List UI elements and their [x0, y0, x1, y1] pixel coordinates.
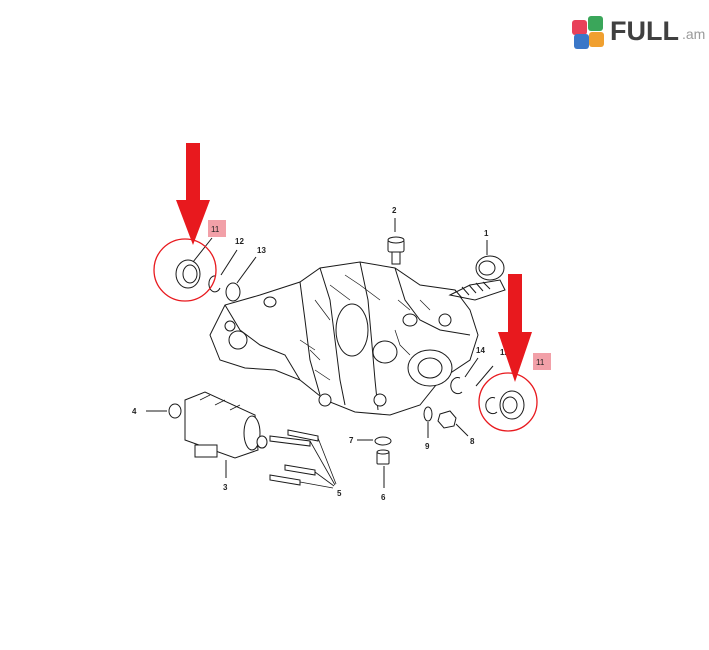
callout-7: 7: [349, 436, 354, 445]
left-part-13-o-ring: [225, 256, 257, 302]
part-4-o-ring: [146, 403, 182, 419]
part-1-seal: [475, 240, 505, 281]
callout-11-right: 11: [536, 358, 545, 367]
left-part-12-ring: [208, 249, 238, 293]
left-red-arrow: [176, 143, 210, 245]
callout-11-left: 11: [211, 225, 220, 234]
callout-14: 14: [476, 346, 485, 355]
part-2-sensor: [387, 218, 405, 265]
right-highlight-box: [533, 353, 551, 370]
left-highlight-box: [208, 220, 226, 237]
part-7-washer: [357, 436, 392, 446]
watermark-suffix: .am: [682, 26, 706, 42]
part-5-bolts: [269, 429, 337, 489]
left-part-11-seal: [175, 237, 213, 289]
right-part-11-seal: [499, 390, 525, 420]
transfer-case-housing: [209, 261, 506, 416]
left-highlight-circle: [153, 238, 217, 302]
callout-4: 4: [132, 407, 137, 416]
right-highlight-circle: [478, 372, 538, 432]
callout-12-left: 12: [235, 237, 244, 246]
callout-6: 6: [381, 493, 386, 502]
watermark-brand: FULL: [610, 16, 679, 46]
part-6-plug: [376, 449, 390, 488]
callout-13: 13: [257, 246, 266, 255]
callout-5: 5: [337, 489, 342, 498]
logo-icon: [572, 16, 604, 49]
part-8-plug: [437, 410, 469, 437]
part-14-snap-ring: [450, 357, 479, 395]
callout-9: 9: [425, 442, 430, 451]
left-highlight: 11: [153, 143, 226, 302]
part-3-motor: [184, 391, 268, 478]
right-red-arrow: [498, 274, 532, 382]
callout-8: 8: [470, 437, 475, 446]
callout-1: 1: [484, 229, 489, 238]
callout-12-right: 12: [500, 348, 509, 357]
part-9-washer: [423, 406, 433, 438]
callout-3: 3: [223, 483, 228, 492]
right-highlight: 11: [478, 274, 551, 432]
full-am-watermark: FULL .am: [570, 14, 709, 50]
right-part-12-ring: [475, 365, 498, 415]
callout-2: 2: [392, 206, 397, 215]
